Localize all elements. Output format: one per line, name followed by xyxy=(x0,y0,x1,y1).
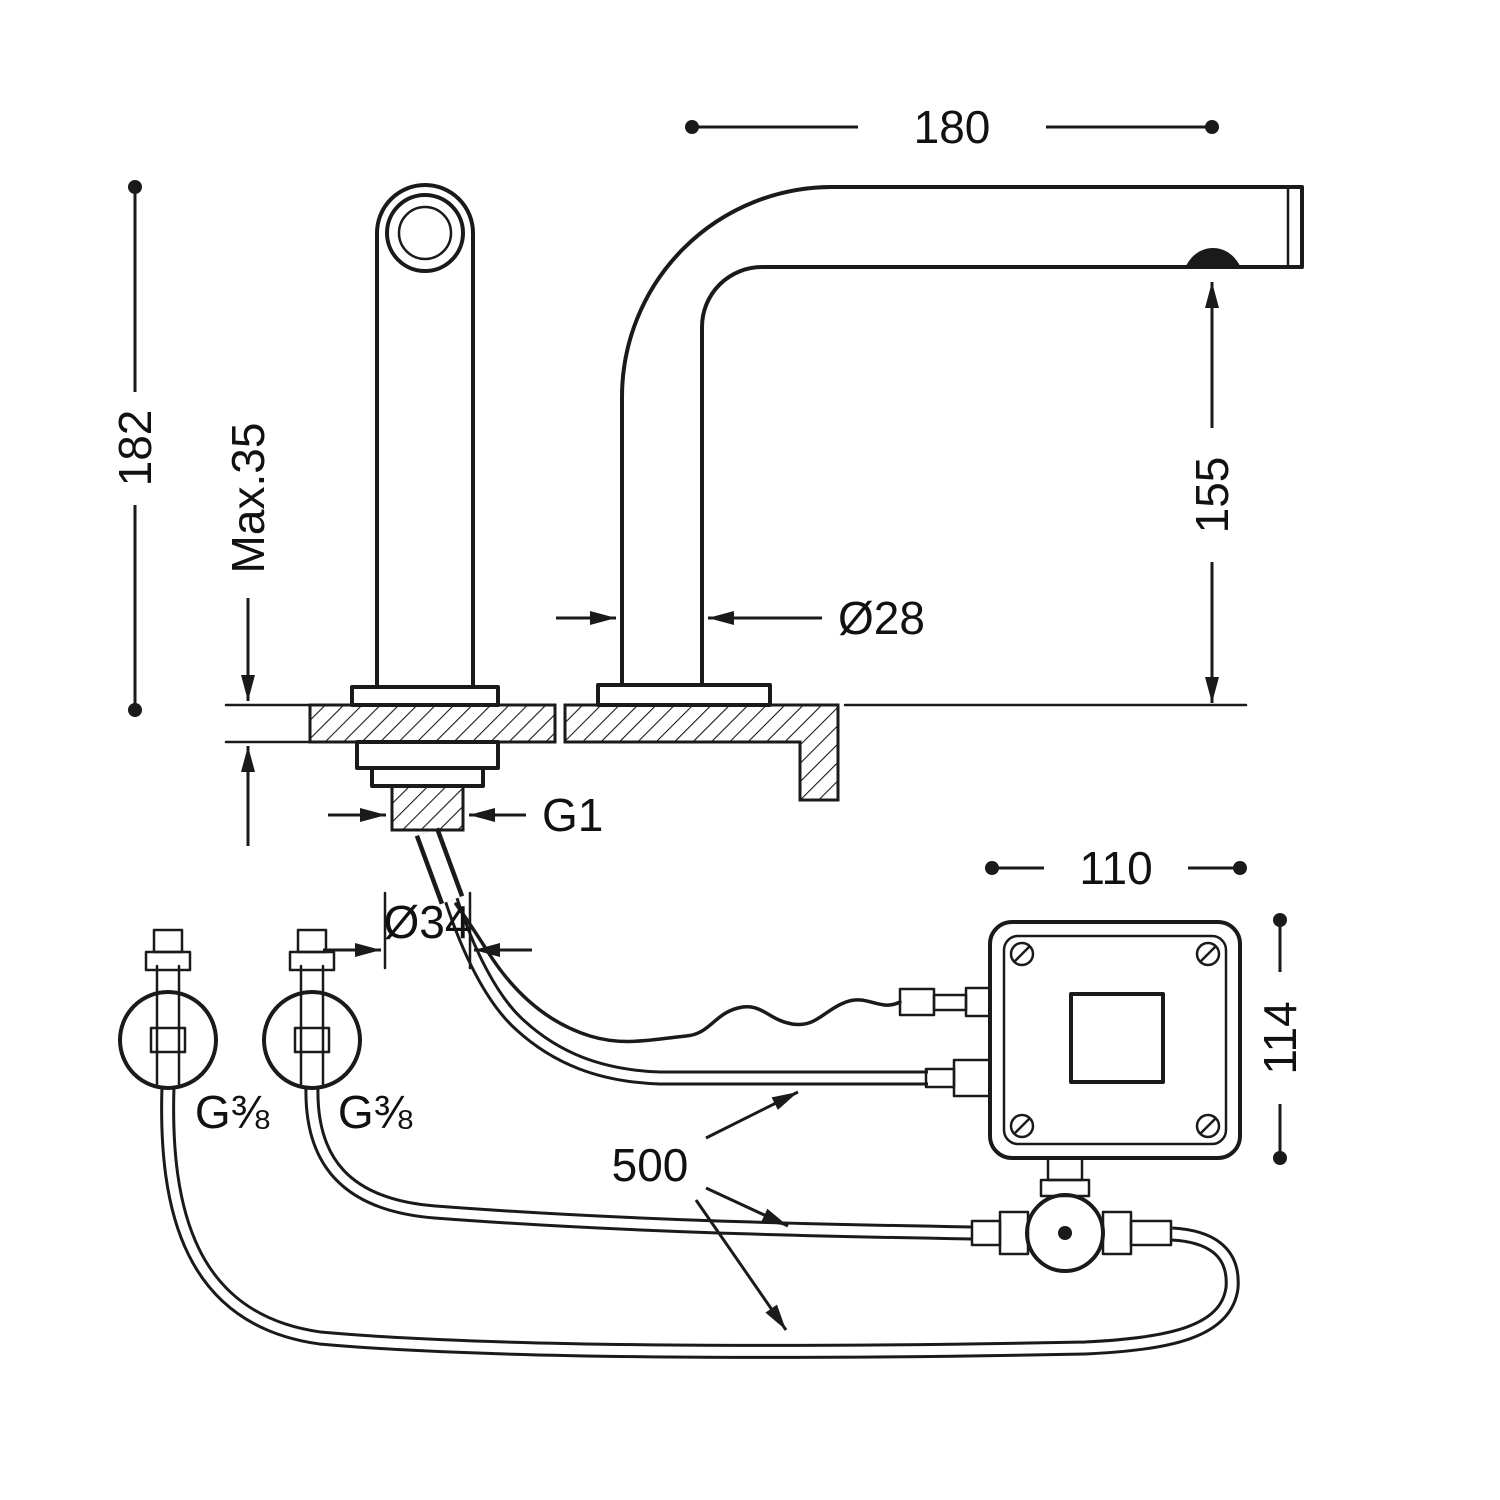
dimension-d34-label: Ø34 xyxy=(384,896,471,948)
supply-hose-lower xyxy=(160,1085,1240,1359)
dimension-182: 182 xyxy=(109,180,161,717)
sensor-window xyxy=(1069,992,1165,1084)
faucet-feed-hose xyxy=(442,893,928,1086)
corner-screws xyxy=(1009,941,1221,1139)
spout-ring-inner xyxy=(397,205,453,261)
dimension-d28-label: Ø28 xyxy=(838,592,925,644)
dimension-g1-label: G1 xyxy=(542,789,603,841)
hose-length-label: 500 xyxy=(612,1139,689,1191)
faucet-body-cap xyxy=(375,183,475,235)
dimension-110-label: 110 xyxy=(1079,842,1152,894)
cable-connector xyxy=(898,987,936,1017)
supply-thread-left-label: G⅜ xyxy=(195,1086,270,1138)
hose-port-nut xyxy=(924,1067,956,1089)
spout-outline xyxy=(620,185,1304,687)
dimension-110: 110 xyxy=(985,842,1247,894)
dimension-180-label: 180 xyxy=(914,101,991,153)
supply-valve-right xyxy=(262,928,362,1090)
aerator-outlet xyxy=(1186,248,1240,266)
dimension-182-label: 182 xyxy=(109,410,161,487)
label-500: 500 xyxy=(612,1090,799,1331)
valve-stem xyxy=(296,928,328,954)
supply-valve-left xyxy=(118,928,218,1090)
mixer-center-dot xyxy=(1058,1226,1072,1240)
faucet-front-view xyxy=(308,183,557,905)
dimension-155-label: 155 xyxy=(1186,457,1238,534)
mixer-valve xyxy=(970,1156,1173,1273)
valve-body xyxy=(144,950,192,972)
label-g38-right: G⅜ xyxy=(338,1086,413,1138)
valve-body xyxy=(288,950,336,972)
dimension-114: 114 xyxy=(1254,913,1306,1165)
faucet-side-view xyxy=(563,185,1304,802)
valve-escutcheon xyxy=(118,990,218,1090)
box-outer xyxy=(988,920,1242,1160)
dimension-d34: Ø34 xyxy=(323,891,532,970)
valve-nut xyxy=(149,1026,187,1054)
dimension-max35-label: Max.35 xyxy=(222,423,274,574)
mixer-stem-upper xyxy=(1046,1156,1084,1182)
threaded-shank xyxy=(390,784,465,832)
dimension-114-label: 114 xyxy=(1254,1001,1306,1074)
electronic-control-box xyxy=(924,920,1242,1160)
mixer-right-fitting xyxy=(1129,1219,1173,1247)
valve-escutcheon xyxy=(262,990,362,1090)
base-flange-side xyxy=(596,683,772,707)
base-flange-front xyxy=(350,685,500,707)
mixer-right-nut xyxy=(1101,1210,1133,1256)
hose-port xyxy=(952,1058,992,1098)
mixer-left-nut xyxy=(998,1210,1030,1256)
valve-stem xyxy=(152,928,184,954)
label-g38-left: G⅜ xyxy=(195,1086,270,1138)
flexible-hoses xyxy=(160,893,1240,1359)
valve-nut xyxy=(293,1026,331,1054)
dimension-180: 180 xyxy=(685,101,1219,153)
cable-port xyxy=(964,986,992,1018)
supply-thread-right-label: G⅜ xyxy=(338,1086,413,1138)
cable-connector-nut xyxy=(932,993,968,1012)
countertop-side xyxy=(563,703,840,802)
washer xyxy=(370,766,485,788)
dimension-d28: Ø28 xyxy=(556,592,925,644)
mixer-left-fitting xyxy=(970,1219,1002,1247)
dimension-155: 155 xyxy=(843,282,1248,707)
dimension-max35: Max.35 xyxy=(222,423,312,846)
countertop-front xyxy=(308,703,557,744)
dimension-g1: G1 xyxy=(328,789,603,841)
mixer-body xyxy=(1025,1193,1105,1273)
spout-ring-outer xyxy=(385,193,465,273)
box-inner xyxy=(1002,934,1228,1146)
sensor-cable xyxy=(454,902,968,1044)
locknut xyxy=(355,740,500,770)
